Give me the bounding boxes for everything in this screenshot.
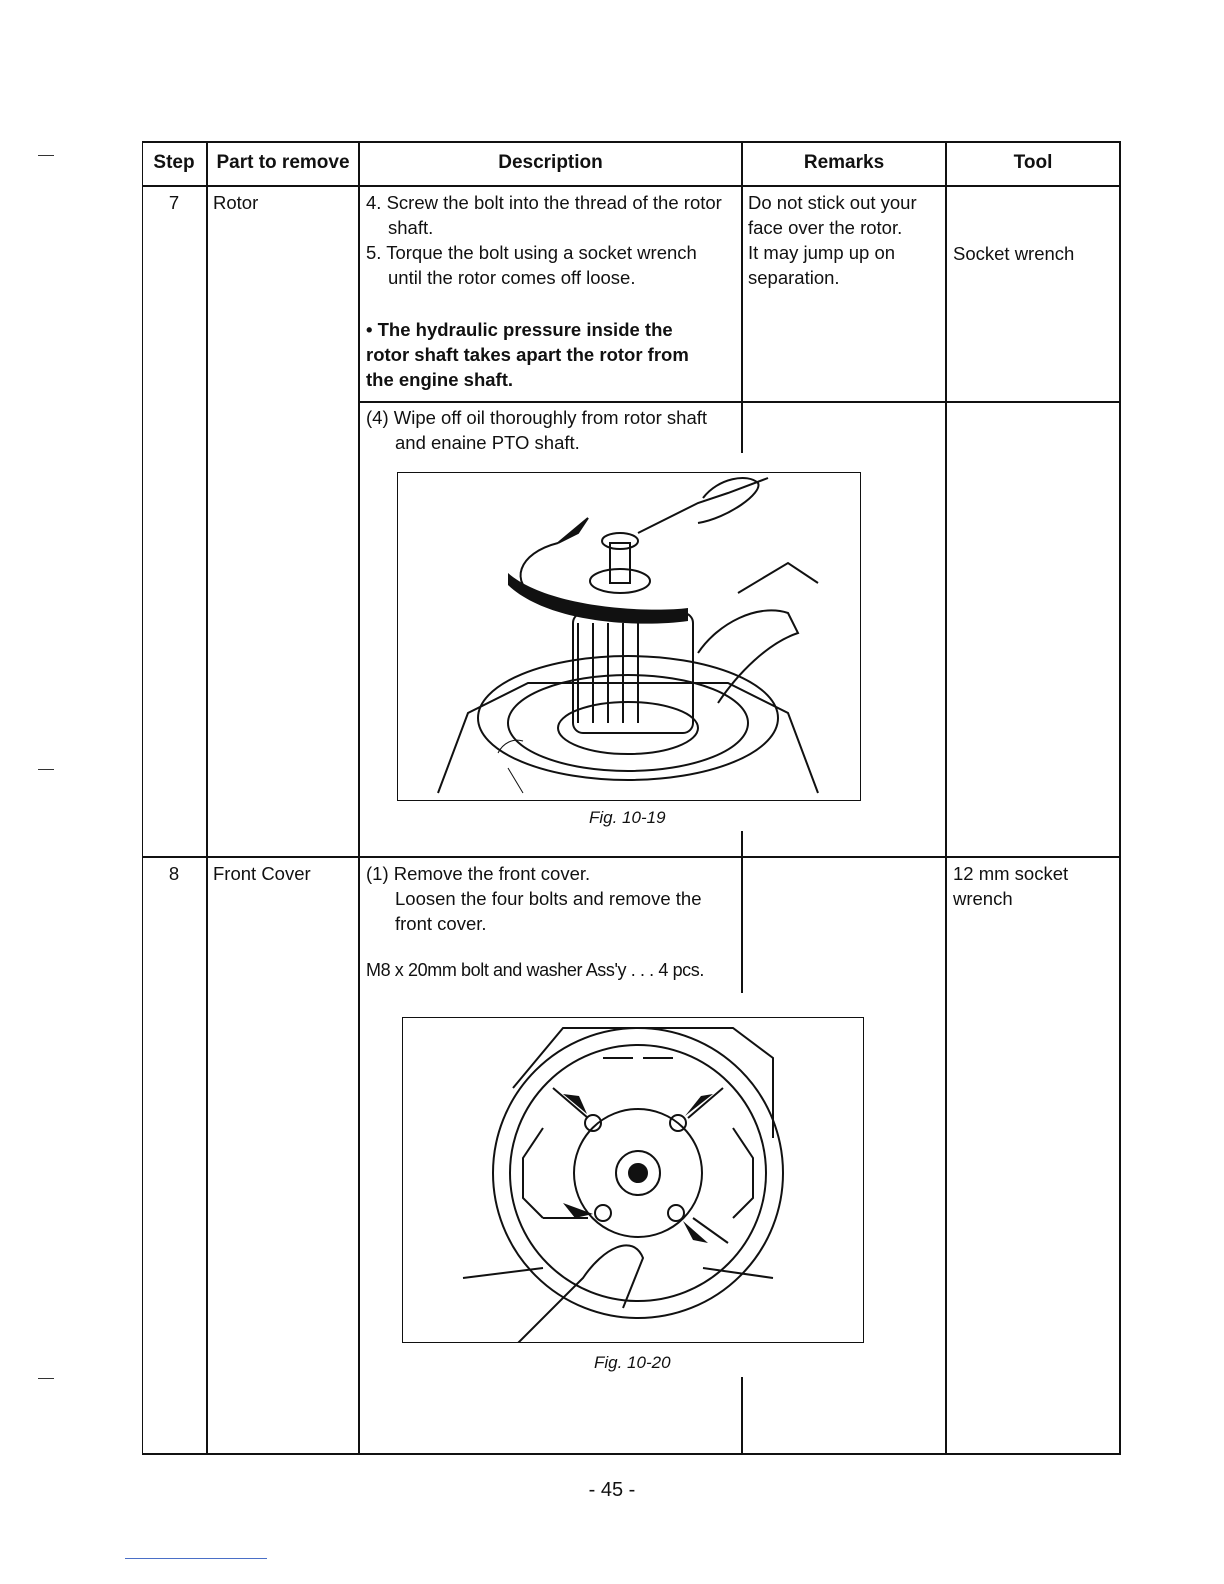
table-border-right: [1119, 141, 1121, 1455]
tool-line: wrench: [953, 888, 1013, 909]
header-remarks: Remarks: [803, 152, 885, 173]
note-line: • The hydraulic pressure inside the: [366, 319, 673, 340]
page-number: - 45 -: [588, 1479, 636, 1501]
bolt-spec: M8 x 20mm bolt and washer Ass'y . . . 4 …: [366, 960, 704, 980]
description-line: Loosen the four bolts and remove the: [395, 888, 702, 909]
description-note: • The hydraulic pressure inside the roto…: [366, 317, 738, 392]
table-border-top: [142, 141, 1120, 143]
description-wipe: (4) Wipe off oil thoroughly from rotor s…: [366, 405, 738, 455]
description-line: and enaine PTO shaft.: [395, 432, 580, 453]
description-line: front cover.: [395, 913, 487, 934]
column-divider: [206, 141, 208, 1455]
figure-front-cover: [402, 1017, 864, 1343]
tool-name: Socket wrench: [953, 243, 1075, 264]
column-divider: [741, 831, 743, 993]
tool-name: 12 mm socket wrench: [953, 861, 1117, 911]
table-border-bottom: [142, 1453, 1120, 1455]
margin-mark: [38, 155, 54, 156]
subrow-divider: [358, 401, 1120, 403]
column-divider: [741, 1377, 743, 1453]
remark-line: face over the rotor.: [748, 217, 903, 238]
remark-line: Do not stick out your: [748, 192, 917, 213]
description-line: 4. Screw the bolt into the thread of the…: [366, 192, 722, 213]
front-cover-illustration: [462, 1027, 784, 1342]
step-number: 8: [168, 863, 180, 884]
rotor-removal-illustration: [437, 477, 819, 794]
part-name: Front Cover: [213, 863, 311, 884]
header-part: Part to remove: [216, 152, 350, 173]
description-line: (1) Remove the front cover.: [366, 863, 591, 884]
description-line: shaft.: [388, 217, 434, 238]
remarks-text: Do not stick out your face over the roto…: [748, 190, 943, 290]
tool-line: 12 mm socket: [953, 863, 1069, 884]
part-name: Rotor: [213, 192, 259, 213]
disassembly-table: Step Part to remove Description Remarks …: [142, 141, 1121, 1455]
note-line: rotor shaft takes apart the rotor from: [366, 344, 689, 365]
figure-rotor-removal: [397, 472, 861, 801]
footer-rule: [125, 1558, 267, 1559]
description-remove-cover: (1) Remove the front cover. Loosen the f…: [366, 861, 738, 936]
header-tool: Tool: [1013, 152, 1053, 173]
figure-caption: Fig. 10-19: [589, 808, 666, 827]
row-divider: [142, 856, 1120, 858]
description-line: (4) Wipe off oil thoroughly from rotor s…: [366, 407, 708, 428]
remark-line: separation.: [748, 267, 840, 288]
column-divider: [358, 141, 360, 1455]
description-line: 5. Torque the bolt using a socket wrench: [366, 242, 697, 263]
figure-caption: Fig. 10-20: [594, 1353, 671, 1372]
note-line: the engine shaft.: [366, 369, 513, 390]
description-steps: 4. Screw the bolt into the thread of the…: [366, 190, 738, 290]
margin-mark: [38, 769, 54, 770]
column-divider: [741, 141, 743, 453]
header-step: Step: [153, 152, 195, 173]
column-divider: [945, 141, 947, 1455]
margin-mark: [38, 1378, 54, 1379]
description-line: until the rotor comes off loose.: [388, 267, 636, 288]
header-divider: [142, 185, 1120, 187]
step-number: 7: [168, 192, 180, 213]
remark-line: It may jump up on: [748, 242, 896, 263]
header-description: Description: [498, 152, 603, 173]
table-border-left: [142, 141, 143, 1455]
